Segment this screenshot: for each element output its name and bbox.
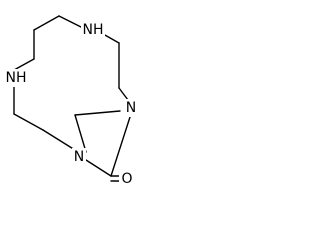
bond (74, 110, 121, 116)
o-carbonyl-label: O (121, 171, 132, 187)
n-bottom-background (72, 148, 86, 166)
bond (13, 113, 44, 131)
bond (33, 15, 60, 31)
bond (74, 114, 87, 153)
chemical-structure-diagram: NH NH N N O (4, 15, 138, 188)
bond (42, 129, 76, 151)
o-carbonyl-background (119, 170, 135, 188)
n-right-background (124, 99, 138, 117)
nh-top-background (81, 21, 105, 39)
bond (110, 116, 131, 177)
atom-labels: NH NH N N O (4, 21, 138, 188)
nh-left-label: NH (6, 70, 27, 86)
nh-left-background (4, 69, 28, 87)
bond-lines (13, 15, 131, 182)
bond (118, 87, 129, 101)
bond (85, 159, 112, 177)
nh-top-label: NH (83, 22, 104, 38)
bond (13, 58, 35, 71)
n-bottom-label: N (74, 149, 84, 165)
n-right-label: N (126, 100, 136, 116)
